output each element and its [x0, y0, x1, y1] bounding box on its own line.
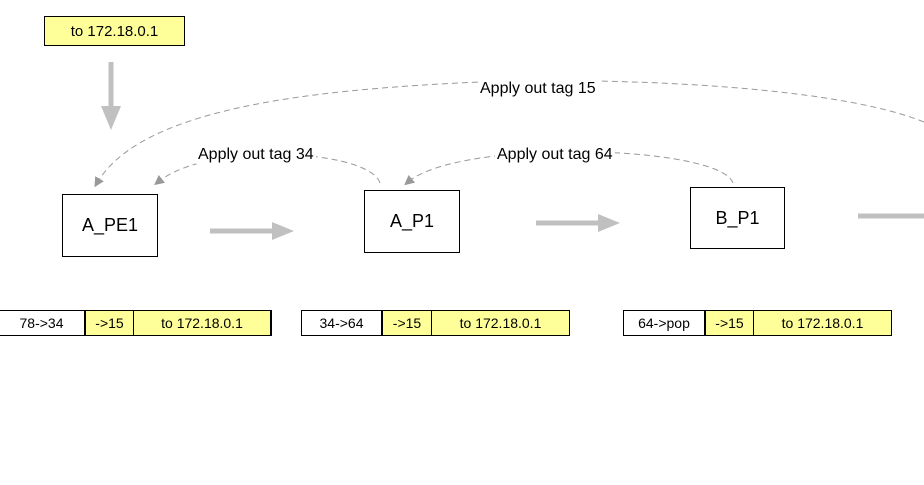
swap-cell: 64->pop — [623, 310, 705, 336]
label-stack-a-pe1: 78->34 ->15 to 172.18.0.1 — [0, 310, 272, 336]
arrow-down-to-a-pe1 — [101, 62, 121, 130]
inner-label-cell: ->15 — [382, 310, 432, 336]
arc-label-tag-34: Apply out tag 34 — [196, 146, 316, 164]
node-a-p1: A_P1 — [364, 190, 460, 253]
arrow-a-pe1-to-a-p1 — [210, 222, 294, 240]
arc-label-tag-64: Apply out tag 64 — [495, 146, 615, 164]
arc-tag-15 — [94, 80, 924, 188]
arrow-a-p1-to-b-p1 — [536, 214, 620, 232]
destination-cell: to 172.18.0.1 — [134, 310, 272, 336]
swap-cell: 78->34 — [0, 310, 85, 336]
swap-cell: 34->64 — [301, 310, 382, 336]
destination-cell: to 172.18.0.1 — [432, 310, 570, 336]
node-a-pe1: A_PE1 — [62, 194, 158, 257]
inner-label-cell: ->15 — [705, 310, 754, 336]
destination-cell: to 172.18.0.1 — [754, 310, 892, 336]
label-stack-a-p1: 34->64 ->15 to 172.18.0.1 — [301, 310, 570, 336]
arc-label-tag-15: Apply out tag 15 — [478, 80, 598, 98]
top-destination-label: to 172.18.0.1 — [44, 16, 185, 46]
inner-label-cell: ->15 — [85, 310, 134, 336]
label-stack-b-p1: 64->pop ->15 to 172.18.0.1 — [623, 310, 892, 336]
node-b-p1: B_P1 — [690, 187, 785, 249]
